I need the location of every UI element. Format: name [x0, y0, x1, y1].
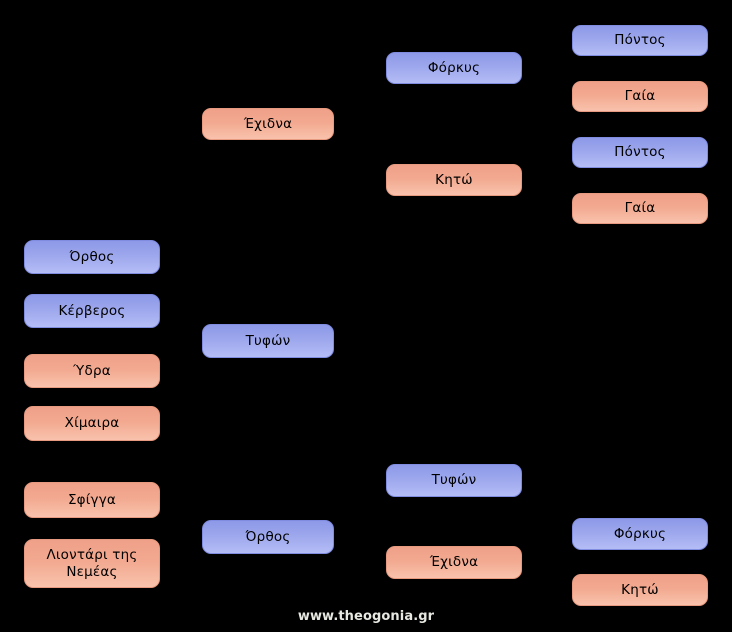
node-box[interactable]: Σφίγγα	[24, 482, 160, 518]
node-box[interactable]: Χίμαιρα	[24, 406, 160, 441]
node-label: Γαία	[624, 88, 656, 105]
node-box[interactable]: Γαία	[572, 81, 708, 112]
node-label: Φόρκυς	[613, 525, 667, 542]
node-label: Όρθος	[245, 528, 291, 545]
node-box[interactable]: Γαία	[572, 193, 708, 224]
node-box[interactable]: Φόρκυς	[386, 52, 522, 84]
node-label: Τυφών	[245, 332, 291, 349]
node-label: Λιοντάρι της Νεμέας	[46, 546, 138, 580]
node-box[interactable]: Τυφών	[202, 324, 334, 358]
node-label: Κητώ	[621, 581, 659, 598]
node-box[interactable]: Όρθος	[202, 520, 334, 554]
node-label: Σφίγγα	[67, 491, 117, 508]
node-label: Έχιδνα	[429, 554, 479, 571]
node-box[interactable]: Ύδρα	[24, 354, 160, 388]
node-label: Ύδρα	[73, 362, 111, 379]
node-box[interactable]: Πόντος	[572, 25, 708, 56]
watermark-text: www.theogonia.gr	[297, 609, 435, 624]
node-box[interactable]: Λιοντάρι της Νεμέας	[24, 539, 160, 588]
node-label: Φόρκυς	[427, 59, 481, 76]
node-box[interactable]: Κητώ	[386, 164, 522, 196]
node-box[interactable]: Τυφών	[386, 464, 522, 497]
node-box[interactable]: Όρθος	[24, 240, 160, 274]
node-label: Γαία	[624, 200, 656, 217]
node-box[interactable]: Κητώ	[572, 574, 708, 606]
node-box[interactable]: Φόρκυς	[572, 518, 708, 550]
node-label: Πόντος	[614, 32, 666, 49]
node-label: Κέρβερος	[58, 302, 126, 319]
node-label: Χίμαιρα	[64, 415, 120, 432]
node-box[interactable]: Έχιδνα	[202, 108, 334, 140]
node-label: Τυφών	[431, 472, 477, 489]
node-box[interactable]: Κέρβερος	[24, 294, 160, 328]
node-label: Έχιδνα	[243, 115, 293, 132]
node-label: Όρθος	[69, 248, 115, 265]
node-box[interactable]: Πόντος	[572, 137, 708, 168]
node-label: Πόντος	[614, 144, 666, 161]
node-label: Κητώ	[435, 171, 473, 188]
node-box[interactable]: Έχιδνα	[386, 546, 522, 579]
